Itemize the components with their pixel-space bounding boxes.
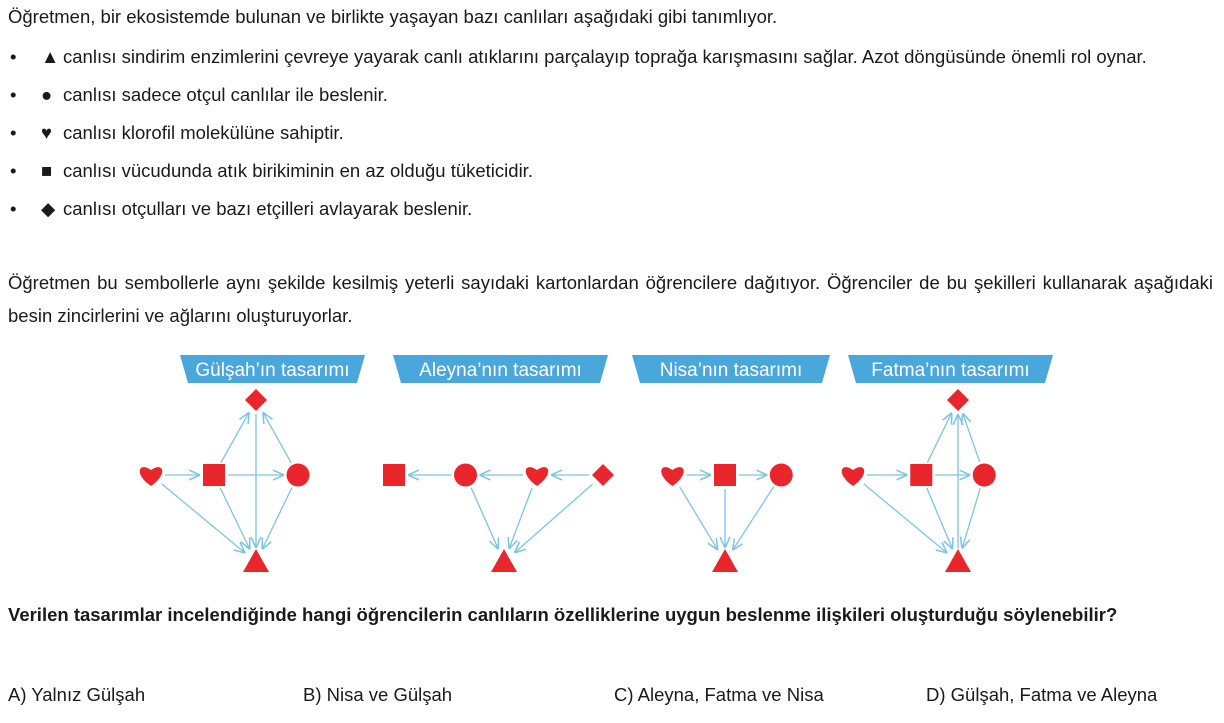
answer-choices: A) Yalnız Gülşah B) Nisa ve Gülşah C) Al… — [8, 678, 1218, 712]
organism-list: • ▲canlısı sindirim enzimlerini çevreye … — [8, 40, 1213, 230]
feeding-arrow — [161, 483, 245, 553]
bullet-icon: • — [10, 46, 17, 67]
intro-text: Öğretmen, bir ekosistemde bulunan ve bir… — [8, 6, 778, 27]
feeding-arrow — [963, 413, 981, 463]
design-4: Fatma’nın tasarımı — [841, 355, 1053, 572]
circle-icon — [286, 463, 310, 487]
organism-item-heart: • ♥ canlısı klorofil molekülüne sahiptir. — [8, 116, 1213, 149]
heart-icon — [841, 467, 865, 486]
diamond-icon — [947, 389, 969, 411]
choice-d[interactable]: D) Gülşah, Fatma ve Aleyna — [926, 684, 1158, 705]
organism-description: canlısı sadece otçul canlılar ile beslen… — [63, 84, 388, 105]
feeding-arrow — [679, 486, 718, 550]
diamond-icon — [592, 464, 614, 486]
feeding-arrow — [926, 487, 953, 549]
triangle-icon — [945, 549, 971, 572]
heart-icon — [525, 467, 549, 486]
heart-icon — [661, 467, 684, 486]
choice-a[interactable]: A) Yalnız Gülşah — [8, 684, 146, 705]
organism-description: canlısı otçulları ve bazı etçilleri avla… — [63, 198, 473, 219]
food-web-diagrams: Gülşah’ın tasarımı Aleyna’nın tasarımı Nis… — [139, 355, 1053, 572]
feeding-arrow — [509, 487, 533, 549]
design-1: Gülşah’ın tasarımı — [139, 355, 365, 572]
square-icon — [910, 464, 933, 486]
square-icon — [383, 464, 405, 486]
triangle-icon: ▲ — [41, 46, 60, 67]
design-2: Aleyna’nın tasarımı — [383, 355, 614, 572]
circle-icon — [972, 463, 996, 487]
organism-description: canlısı klorofil molekülüne sahiptir. — [63, 122, 344, 143]
triangle-icon — [712, 549, 738, 572]
circle-icon — [454, 463, 477, 487]
feeding-arrow — [863, 483, 947, 553]
design-title: Aleyna’nın tasarımı — [419, 360, 582, 381]
feeding-arrow — [926, 413, 951, 463]
design-label-banner — [393, 355, 608, 383]
organism-item-triangle: • ▲canlısı sindirim enzimlerini çevreye … — [8, 40, 1213, 73]
feeding-arrow — [219, 487, 250, 550]
feeding-arrow — [733, 486, 775, 550]
instruction-text: Öğretmen bu sembollerle aynı şekilde kes… — [8, 272, 1213, 326]
circle-icon — [769, 463, 793, 487]
square-icon — [714, 464, 736, 486]
design-title: Nisa’nın tasarımı — [660, 360, 803, 381]
bullet-icon: • — [10, 160, 17, 181]
feeding-arrow — [470, 487, 498, 549]
organism-item-square: • ■ canlısı vücudunda atık birikiminin en… — [8, 154, 1213, 187]
diamond-icon — [245, 389, 267, 411]
design-label-banner — [848, 355, 1053, 383]
design-label-banner — [632, 355, 830, 383]
circle-icon: ● — [41, 84, 53, 105]
bullet-icon: • — [10, 84, 17, 105]
heart-icon: ♥ — [41, 122, 52, 143]
design-label-banner — [180, 355, 365, 383]
design-3: Nisa’nın tasarımı — [632, 355, 830, 572]
feeding-arrow — [262, 487, 293, 550]
organism-description: canlısı sindirim enzimlerini çevreye yay… — [63, 46, 1147, 67]
feeding-arrow — [962, 488, 981, 548]
diamond-icon: ◆ — [41, 198, 56, 219]
feeding-arrow — [515, 483, 593, 553]
organism-item-diamond: • ◆ canlısı otçulları ve bazı etçilleri a… — [8, 192, 1213, 225]
choice-c[interactable]: C) Aleyna, Fatma ve Nisa — [614, 684, 824, 705]
square-icon: ■ — [41, 160, 53, 181]
bullet-icon: • — [10, 122, 17, 143]
triangle-icon — [491, 549, 517, 572]
question-text: Verilen tasarımlar incelendiğinde hangi … — [8, 604, 1118, 625]
organism-description: canlısı vücudunda atık birikiminin en az… — [63, 160, 533, 181]
feeding-arrow — [263, 412, 292, 464]
design-title: Gülşah’ın tasarımı — [195, 360, 349, 381]
organism-item-circle: • ● canlısı sadece otçul canlılar ile bes… — [8, 78, 1213, 111]
heart-icon — [139, 467, 163, 486]
triangle-icon — [243, 549, 269, 572]
design-title: Fatma’nın tasarımı — [871, 360, 1029, 381]
square-icon — [203, 464, 225, 486]
choice-b[interactable]: B) Nisa ve Gülşah — [303, 684, 453, 705]
bullet-icon: • — [10, 198, 17, 219]
feeding-arrow — [220, 412, 249, 464]
